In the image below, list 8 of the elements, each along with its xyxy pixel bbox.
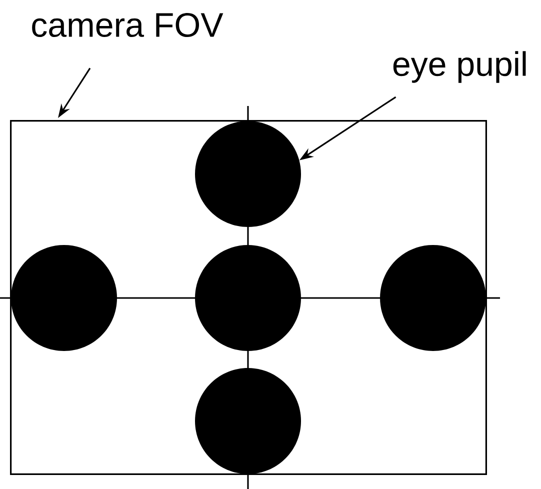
pupil-disc [195, 121, 301, 227]
label-text: camera FOV [32, 12, 224, 38]
label-text: eye pupil [393, 51, 526, 83]
pupil-disc [11, 245, 117, 351]
pupil-disc [195, 368, 301, 474]
pupil-disc [195, 245, 301, 351]
pupil-disc [380, 245, 486, 351]
frame-rectangle [10, 120, 487, 475]
